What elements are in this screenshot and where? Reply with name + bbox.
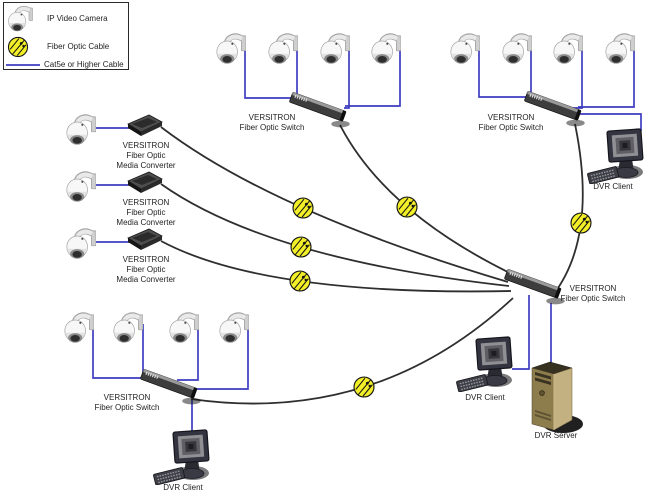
media-converter-icon <box>127 114 163 137</box>
ip-camera-icon <box>8 8 32 31</box>
ip-camera-icon <box>606 36 635 64</box>
fiber-optic-switch-icon <box>504 268 566 305</box>
fiber-cable-marker-icon <box>290 236 312 258</box>
dvr-client-icon <box>152 429 210 485</box>
ip-camera-icon <box>321 36 350 64</box>
ip-camera-icon <box>220 315 249 343</box>
fiber-optic-switch-icon <box>524 90 586 127</box>
legend-icons <box>6 8 40 66</box>
cat5e-cable-line <box>345 44 401 107</box>
fiber-cable-line <box>160 126 509 283</box>
dvr-client-icon <box>455 336 513 392</box>
fiber-cable-marker-icon <box>396 196 418 218</box>
cat5e-cable-line <box>177 324 199 381</box>
ip-camera-icon <box>114 315 143 343</box>
fiber-cable-marker-icon <box>570 212 592 234</box>
cat5e-cable-line <box>92 324 150 379</box>
cat5e-cable-line <box>194 324 249 390</box>
fiber-cable-marker-icon <box>289 270 311 292</box>
fiber-cable-line <box>552 123 584 296</box>
fiber-cable-marker-icon <box>353 376 375 398</box>
cat5e-cable-line <box>244 44 296 99</box>
fiber-cables <box>160 123 584 405</box>
ip-camera-icon <box>65 315 94 343</box>
ip-camera-icon <box>372 36 401 64</box>
cat5e-cable-line <box>578 113 642 131</box>
fiber-cable-line <box>160 183 510 287</box>
fiber-optic-switch-icon <box>140 368 202 405</box>
ip-camera-icon <box>170 315 199 343</box>
fiber-optic-switches <box>140 90 586 405</box>
fiber-optic-cable-icon <box>7 36 29 58</box>
fiber-cable-line <box>339 124 517 277</box>
ip-camera-icon <box>217 36 246 64</box>
dvr-devices <box>152 128 644 485</box>
media-converter-icon <box>127 171 163 194</box>
fiber-optic-switch-icon <box>289 91 351 128</box>
cat5e-cable-line <box>578 44 635 108</box>
cat5e-cable-line <box>512 295 530 370</box>
cat5e-cable-line <box>344 44 350 109</box>
media-converter-icon <box>127 228 163 251</box>
dvr-client-icon <box>586 128 644 184</box>
ip-camera-icon <box>269 36 298 64</box>
ip-cameras <box>65 36 635 343</box>
ip-camera-icon <box>67 117 96 145</box>
ip-camera-icon <box>554 36 583 64</box>
ip-camera-icon <box>67 174 96 202</box>
ip-camera-icon <box>67 231 96 259</box>
ip-camera-icon <box>503 36 532 64</box>
fiber-cable-marker-icon <box>292 197 314 219</box>
cat5e-cable-line <box>478 44 531 98</box>
cat5e-cables <box>92 44 642 433</box>
media-converters <box>127 114 163 251</box>
dvr-server-icon <box>531 361 584 434</box>
ip-camera-icon <box>451 36 480 64</box>
